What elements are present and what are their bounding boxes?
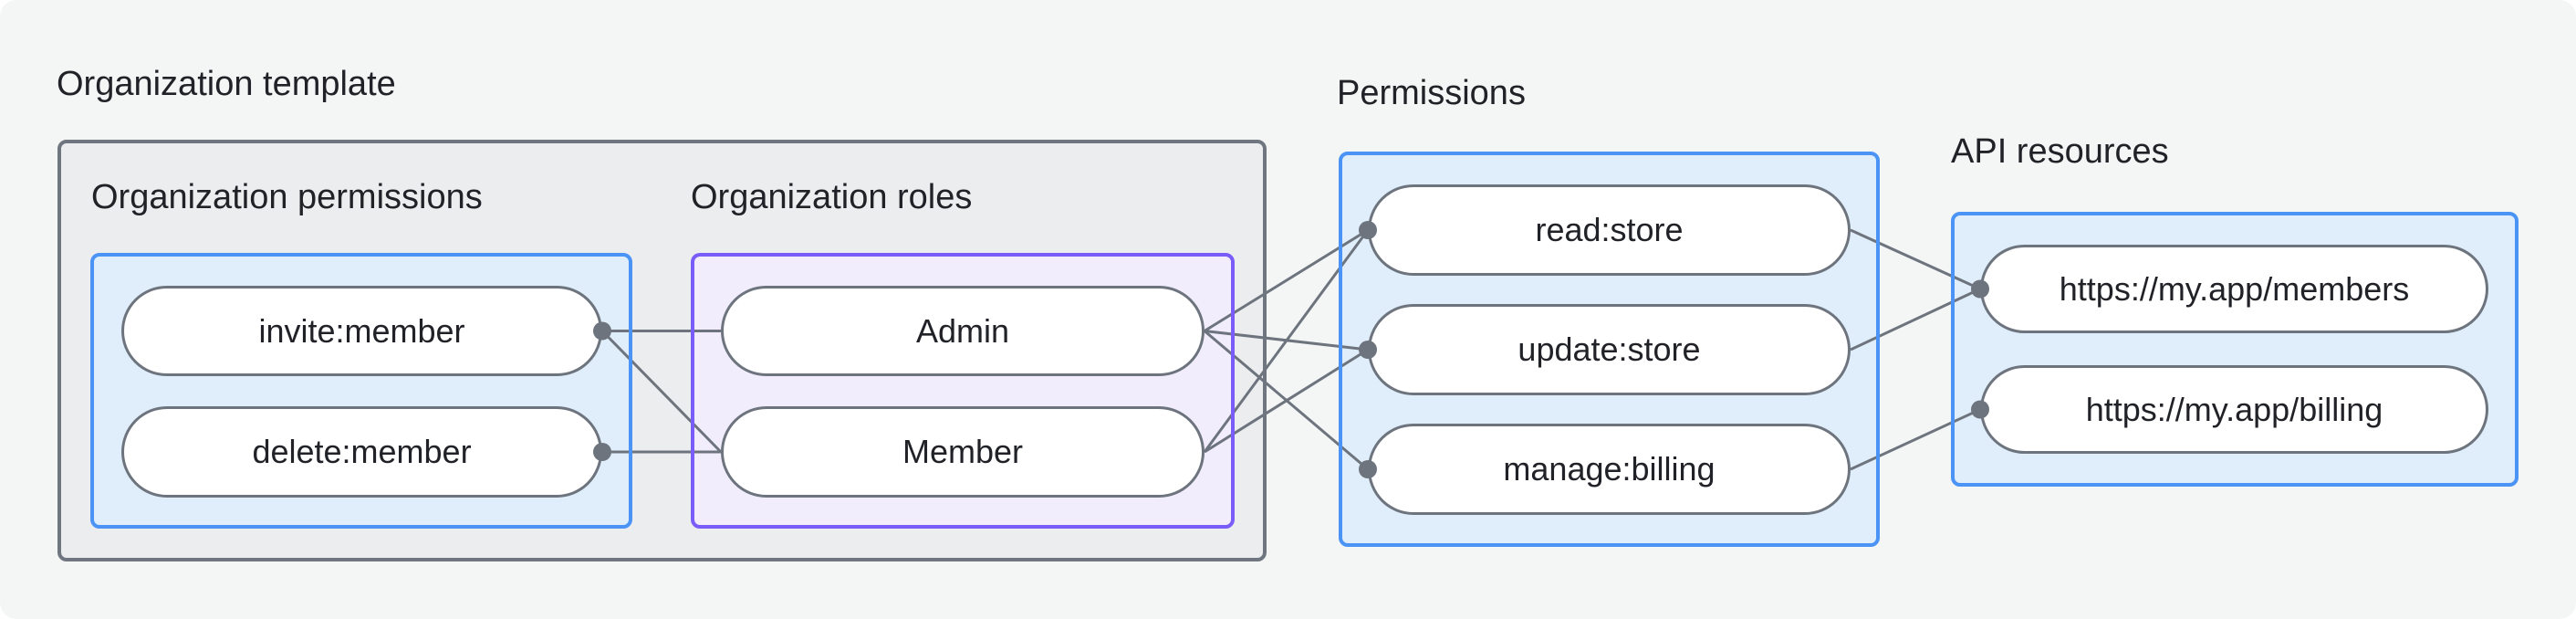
pill-manage-billing: manage:billing xyxy=(1368,424,1851,515)
organization-roles-label: Organization roles xyxy=(691,178,973,216)
pill-api-members-url: https://my.app/members xyxy=(1980,245,2488,333)
pill-admin-role: Admin xyxy=(721,286,1205,376)
pill-update-store-label: update:store xyxy=(1517,330,1701,368)
pill-admin-role-label: Admin xyxy=(915,311,1010,350)
permissions-label: Permissions xyxy=(1337,74,1526,112)
pill-api-billing-url: https://my.app/billing xyxy=(1980,365,2488,454)
pill-invite-member-label: invite:member xyxy=(258,311,465,350)
api-resources-label: API resources xyxy=(1951,132,2169,171)
organization-permissions-label: Organization permissions xyxy=(91,178,483,216)
pill-api-members-url-label: https://my.app/members xyxy=(2059,269,2410,308)
pill-update-store: update:store xyxy=(1368,304,1851,395)
pill-member-role: Member xyxy=(721,406,1205,498)
pill-manage-billing-label: manage:billing xyxy=(1503,450,1716,488)
pill-api-billing-url-label: https://my.app/billing xyxy=(2085,390,2383,428)
pill-invite-member: invite:member xyxy=(121,286,602,376)
pill-delete-member-label: delete:member xyxy=(252,433,472,470)
pill-member-role-label: Member xyxy=(902,433,1024,470)
organization-template-label: Organization template xyxy=(57,65,396,103)
pill-read-store-label: read:store xyxy=(1535,211,1684,248)
pill-read-store: read:store xyxy=(1368,184,1851,276)
pill-delete-member: delete:member xyxy=(121,406,602,498)
